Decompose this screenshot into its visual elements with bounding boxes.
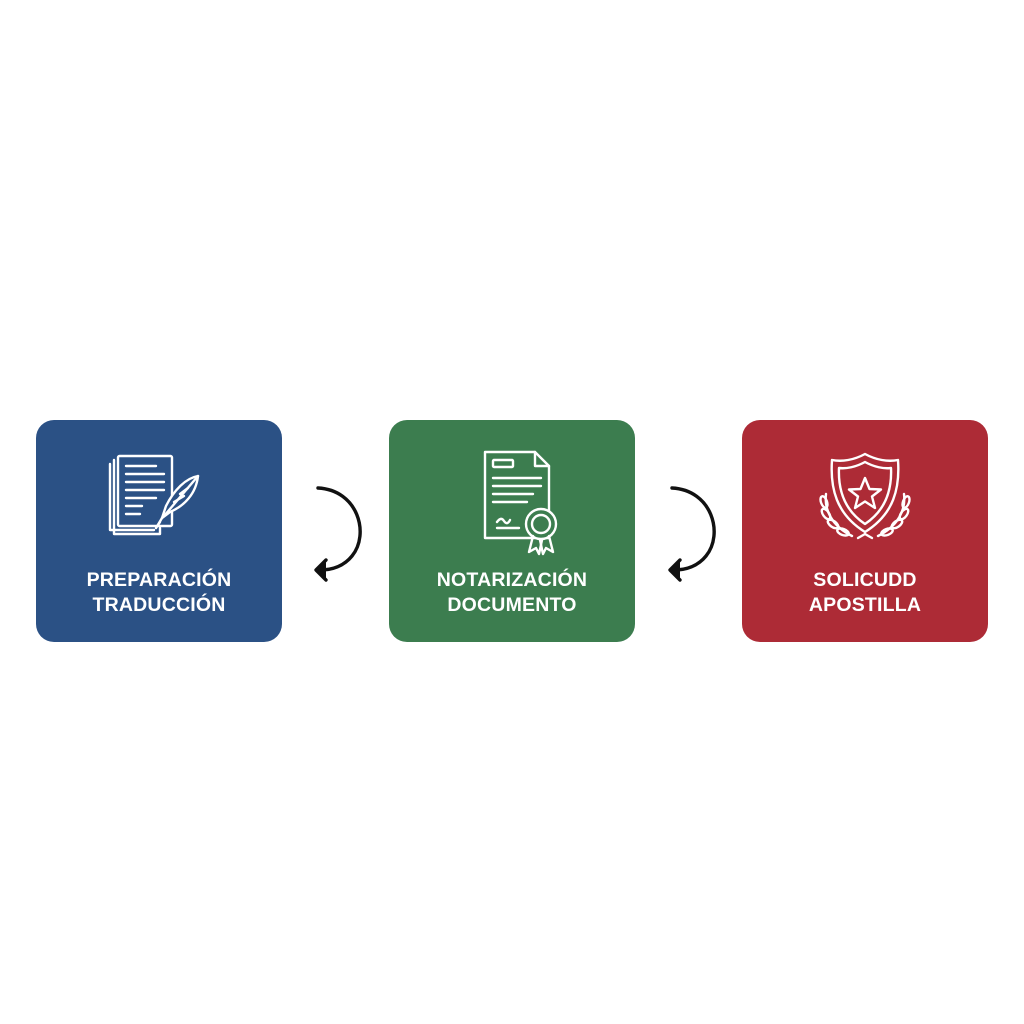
step-title-line-1: PREPARACIÓN: [86, 569, 232, 591]
step-title-line-1: NOTARIZACIÓN: [436, 569, 588, 591]
document-quill-icon: [94, 444, 224, 574]
curved-arrow-icon: [306, 480, 376, 586]
step-label: PREPARACIÓN TRADUCCIÓN: [36, 568, 282, 618]
step-title-line-1: SOLICUDD: [813, 569, 917, 591]
step-apostille-request: SOLICUDD APOSTILLA: [742, 420, 988, 642]
step-title-line-2: APOSTILLA: [808, 594, 922, 616]
step-title-line-2: TRADUCCIÓN: [92, 594, 226, 616]
shield-star-laurel-icon: [800, 444, 930, 574]
curved-arrow-icon: [660, 480, 730, 586]
step-preparation-translation: PREPARACIÓN TRADUCCIÓN: [36, 420, 282, 642]
step-title-line-2: DOCUMENTO: [447, 594, 577, 616]
step-label: SOLICUDD APOSTILLA: [742, 568, 988, 618]
step-notarization-document: NOTARIZACIÓN DOCUMENTO: [389, 420, 635, 642]
certificate-seal-icon: [447, 444, 577, 574]
step-label: NOTARIZACIÓN DOCUMENTO: [389, 568, 635, 618]
